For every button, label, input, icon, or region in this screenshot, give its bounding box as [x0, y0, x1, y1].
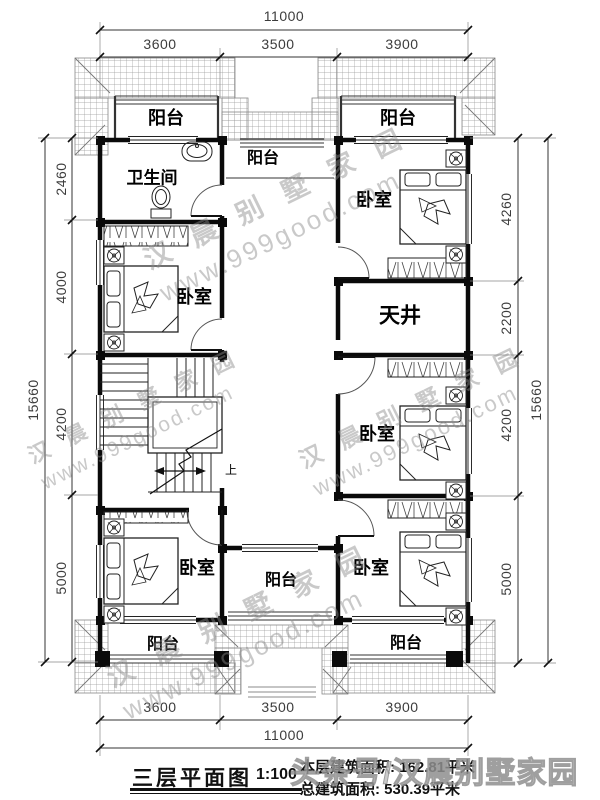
total-area-text: 总建筑面积: 530.39平米	[300, 781, 461, 798]
dim-top-seg-3: 3900	[385, 36, 419, 52]
roof-hatch	[74, 57, 496, 695]
dim-left-seg-1: 2460	[53, 162, 69, 196]
room-label-balcony-bottom-right: 阳台	[389, 635, 423, 652]
bed-mid-left	[103, 265, 179, 333]
furniture	[103, 141, 467, 626]
floor-area-text: 本层建筑面积: 162.81平米	[300, 759, 476, 776]
room-label-bedroom-mid-left: 卧室	[176, 287, 212, 307]
bed-bottom-left	[103, 537, 179, 605]
dim-right-seg-3: 4200	[498, 408, 514, 442]
title-underline-thick	[130, 788, 302, 791]
dim-left-seg-2: 4000	[53, 270, 69, 304]
dim-top-overall: 11000	[263, 8, 305, 24]
dim-bottom-overall: 11000	[263, 727, 305, 743]
room-label-balcony-top-center: 阳台	[246, 150, 280, 167]
room-label-courtyard: 天井	[379, 304, 421, 328]
wardrobes	[103, 225, 467, 524]
walls	[97, 137, 471, 663]
toilet-icon	[150, 185, 172, 219]
dim-bottom-seg-1: 3600	[143, 699, 177, 715]
dim-right-overall: 15660	[528, 379, 544, 421]
room-label-balcony-bottom-center: 阳台	[264, 572, 298, 589]
bed-bottom-right	[399, 531, 467, 607]
dim-left-seg-3: 4200	[53, 407, 69, 441]
dim-right-seg-4: 5000	[498, 562, 514, 596]
doors	[186, 184, 376, 546]
dim-bottom-seg-3: 3900	[385, 699, 419, 715]
bed-top-right	[399, 169, 467, 245]
dim-top-seg-1: 3600	[143, 36, 177, 52]
drawing-title: 三层平面图	[132, 767, 252, 790]
room-label-bedroom-bottom-right: 卧室	[353, 558, 389, 578]
drawing-scale: 1:100	[256, 766, 297, 783]
room-label-balcony-top-left: 阳台	[148, 108, 184, 128]
roof-hip-lines	[74, 57, 496, 695]
entry-steps	[248, 686, 316, 698]
stairs-up-label: 上	[224, 463, 238, 477]
room-label-balcony-bottom-left: 阳台	[146, 636, 180, 653]
dim-right-seg-1: 4260	[498, 192, 514, 226]
room-label-bedroom-bottom-left: 卧室	[179, 558, 215, 578]
room-label-bedroom-mid-right: 卧室	[359, 424, 395, 444]
extension-lines	[38, 22, 556, 756]
staircase	[100, 358, 223, 495]
dim-left-seg-4: 5000	[53, 561, 69, 595]
room-label-balcony-top-right: 阳台	[380, 108, 416, 128]
room-label-bedroom-top-right: 卧室	[356, 190, 392, 210]
dim-right-seg-2: 2200	[498, 301, 514, 335]
dim-left-overall: 15660	[25, 379, 41, 421]
dim-top-seg-2: 3500	[261, 36, 295, 52]
dimension-ticks	[40, 25, 553, 753]
title-underline-thin	[130, 793, 302, 794]
dim-bottom-seg-2: 3500	[261, 699, 295, 715]
dimension-lines	[44, 29, 549, 749]
room-label-bathroom: 卫生间	[126, 168, 178, 188]
balcony-railings	[106, 95, 457, 664]
sink-icon	[181, 141, 213, 162]
bed-mid-right	[399, 405, 467, 481]
